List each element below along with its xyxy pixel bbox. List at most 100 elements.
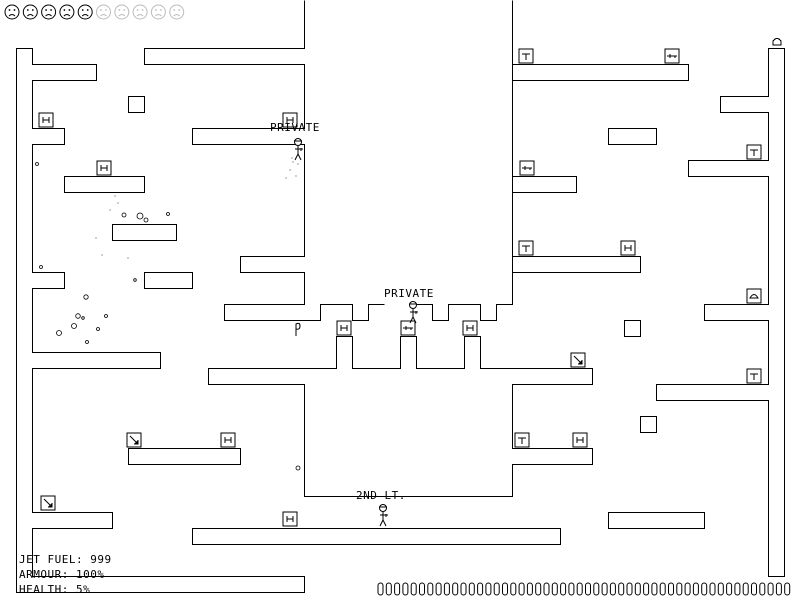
ammo-round-icon [585,582,591,596]
ammo-round-icon [460,582,467,596]
ammo-round-icon [775,582,782,596]
armour-vest-icon [746,288,762,304]
ammo-crate-icon [220,432,236,448]
ammo-round-icon [717,582,724,596]
ammo-round-icon [394,582,401,596]
life-face-icon [114,4,130,20]
debris-particles [35,162,301,471]
ammo-round-icon [410,582,417,596]
ammo-round-icon [485,582,492,596]
ammo-round-icon [668,582,674,596]
rifle-icon [664,48,680,64]
ammo-round-icon [518,582,525,596]
life-face-icon [77,4,93,20]
pistol-icon [514,432,530,448]
ammo-round-icon [526,582,533,596]
ammo-round-icon [452,582,459,596]
life-face-icon [59,4,75,20]
ammo-round-icon [767,582,774,596]
life-face-icon [169,4,185,20]
ammo-round-icon [676,582,683,596]
ammo-round-icon [551,582,558,596]
life-face-icon [150,4,166,20]
ammo-round-icon [535,582,542,596]
soldier-rank-label: 2ND LT. [356,489,406,502]
ammo-crate-icon [96,160,112,176]
ammo-round-icon [593,582,600,596]
grenade-launcher-icon [126,432,142,448]
soldier-rank-label: PRIVATE [384,287,434,300]
ammo-round-icon [759,582,766,596]
jet-fuel-value: 999 [90,553,112,566]
ammo-round-icon [609,582,616,596]
ammo-round-icon [734,582,741,596]
ammo-round-icon [784,582,791,596]
jet-fuel-label: JET FUEL: [19,553,84,566]
grenade-launcher-icon [570,352,586,368]
life-face-icon [132,4,148,20]
soldier-sprite[interactable] [294,138,303,161]
ammo-round-icon [427,582,434,596]
ammo-round-icon [477,582,484,596]
pistol-icon [746,144,762,160]
ammo-round-icon [634,582,641,596]
ammo-round-icon [701,582,708,596]
ammo-round-icon [742,582,749,596]
ammo-round-icon [510,582,517,596]
ammo-round-icon [543,582,550,596]
ammo-round-icon [493,582,500,596]
ammo-round-icon [659,582,666,596]
ammo-round-icon [692,582,699,596]
rifle-icon [519,160,535,176]
ammo-round-icon [709,582,716,596]
ammo-round-icon [651,582,658,596]
rifle-icon [400,320,416,336]
jet-fuel-readout: JET FUEL: 999 [19,553,112,566]
ammo-round-icon [576,582,583,596]
ammo-round-icon [568,582,575,596]
ammo-round-icon [560,582,567,596]
ammo-crate-icon [336,320,352,336]
ammo-round-icon [402,582,409,596]
pistol-icon [518,48,534,64]
ammo-belt [377,582,791,596]
ammo-crate-icon [282,511,298,527]
ammo-round-icon [435,582,442,596]
soldier-sprite[interactable] [379,504,388,527]
ammo-round-icon [502,582,508,596]
pistol-icon [518,240,534,256]
health-label: HEALTH: [19,583,69,596]
ammo-crate-icon [282,112,298,128]
ammo-round-icon [377,582,384,596]
ammo-round-icon [618,582,625,596]
soldier-sprite[interactable] [409,301,418,324]
life-face-icon [41,4,57,20]
life-face-icon [4,4,20,20]
grenade-launcher-icon [40,495,56,511]
health-readout: HEALTH: 5% [19,583,90,596]
armour-value: 100% [75,568,105,581]
ammo-crate-icon [38,112,54,128]
ammo-round-icon [468,582,475,596]
ammo-crate-icon [462,320,478,336]
pistol-icon [746,368,762,384]
ammo-round-icon [626,582,633,596]
ammo-round-icon [419,582,425,596]
ammo-crate-icon [572,432,588,448]
lives-faces [4,4,214,22]
armour-readout: ARMOUR: 100% [19,568,104,581]
ammo-round-icon [443,582,450,596]
armour-label: ARMOUR: [19,568,69,581]
health-value: 5% [75,583,91,596]
ammo-round-icon [643,582,650,596]
ammo-round-icon [385,582,392,596]
life-face-icon [22,4,38,20]
ammo-round-icon [601,582,608,596]
soldier-rank-label: PRIVATE [270,121,320,134]
life-face-icon [96,4,111,20]
ammo-round-icon [684,582,691,596]
ammo-round-icon [751,582,757,596]
ammo-round-icon [726,582,733,596]
ammo-crate-icon [620,240,636,256]
